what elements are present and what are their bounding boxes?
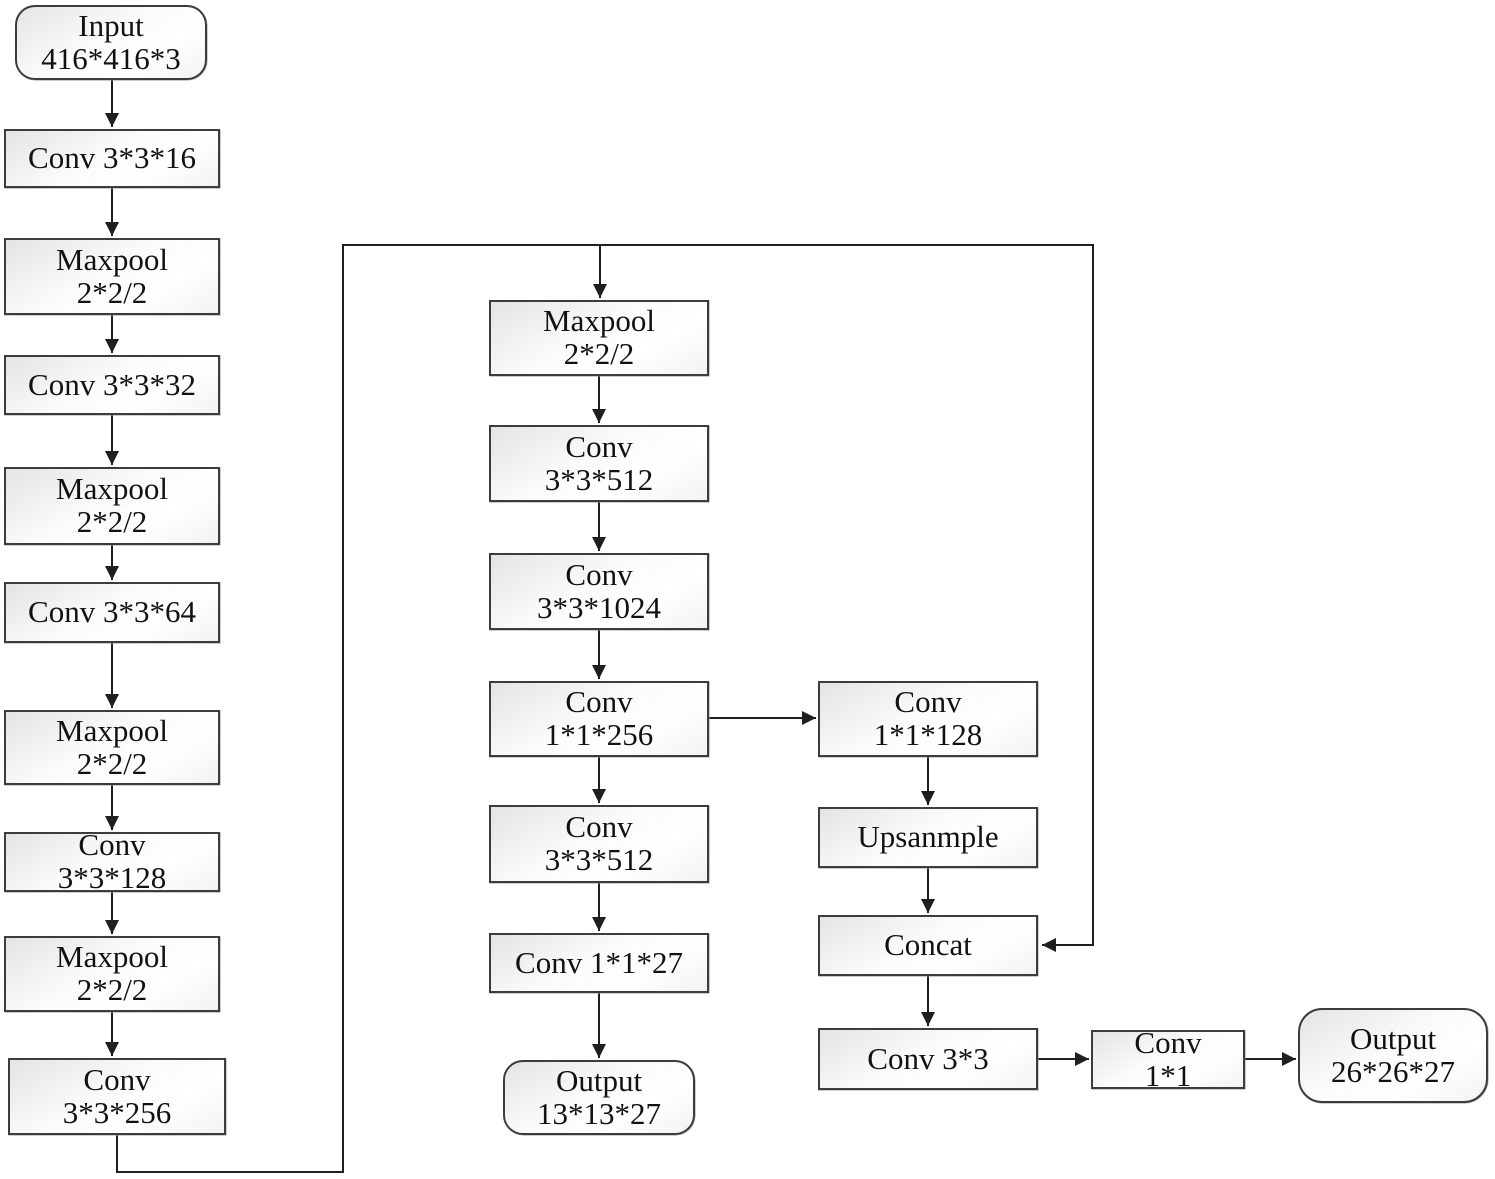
node-label: 2*2/2 xyxy=(76,504,148,539)
node-label: Maxpool xyxy=(56,712,168,748)
node-upsample: Upsanmple xyxy=(818,807,1038,868)
node-output-13x13x27: Output 13*13*27 xyxy=(503,1060,695,1135)
node-label: Conv 3*3*64 xyxy=(28,594,196,630)
node-label: Conv xyxy=(78,827,146,863)
node-maxpool-mid: Maxpool 2*2/2 xyxy=(489,300,709,376)
node-label: Conv xyxy=(565,809,633,845)
node-conv-3x3x1024: Conv 3*3*1024 xyxy=(489,553,709,630)
node-label: Conv xyxy=(894,684,962,720)
node-label: 3*3*512 xyxy=(544,461,654,497)
node-label: Conv xyxy=(565,428,633,464)
node-maxpool-1: Maxpool 2*2/2 xyxy=(4,238,220,315)
node-conv-1x1x256: Conv 1*1*256 xyxy=(489,681,709,757)
node-conv-3x3x16: Conv 3*3*16 xyxy=(4,129,220,188)
node-concat: Concat xyxy=(818,915,1038,976)
node-label: Maxpool xyxy=(56,471,168,507)
node-label: 416*416*3 xyxy=(41,40,181,76)
node-label: 1*1 xyxy=(1144,1057,1192,1093)
node-conv-3x3x32: Conv 3*3*32 xyxy=(4,355,220,415)
node-label: Output xyxy=(555,1062,643,1098)
node-conv-3x3x256: Conv 3*3*256 xyxy=(8,1058,226,1135)
node-label: 3*3*128 xyxy=(57,860,167,895)
node-label: Conv xyxy=(565,684,633,720)
node-conv-1x1x128: Conv 1*1*128 xyxy=(818,681,1038,757)
node-label: 3*3*256 xyxy=(62,1094,172,1130)
node-conv-3x3x128: Conv 3*3*128 xyxy=(4,827,220,895)
node-label: 2*2/2 xyxy=(76,745,148,781)
node-conv-1x1: Conv 1*1 xyxy=(1091,1024,1245,1091)
node-label: Conv 1*1*27 xyxy=(515,944,683,980)
node-label: 3*3*512 xyxy=(544,842,654,877)
node-label: Conv 3*3*16 xyxy=(28,140,196,176)
edge-skip-conv256-concat xyxy=(116,244,1094,1173)
node-label: Conv xyxy=(565,556,633,592)
node-conv-1x1x27: Conv 1*1*27 xyxy=(489,933,709,993)
node-label: 2*2/2 xyxy=(76,972,148,1007)
node-label: 13*13*27 xyxy=(537,1095,661,1131)
node-conv-3x3x512-a: Conv 3*3*512 xyxy=(489,425,709,502)
node-label: Input xyxy=(78,7,144,43)
node-label: Conv xyxy=(83,1061,151,1097)
node-conv-3x3x64: Conv 3*3*64 xyxy=(4,582,220,643)
node-input: Input 416*416*3 xyxy=(15,5,207,80)
node-label: Maxpool xyxy=(543,303,655,339)
node-maxpool-4: Maxpool 2*2/2 xyxy=(4,936,220,1012)
node-conv-3x3x512-b: Conv 3*3*512 xyxy=(489,805,709,883)
node-label: 26*26*27 xyxy=(1331,1053,1455,1089)
node-label: Upsanmple xyxy=(857,819,999,855)
node-conv-3x3: Conv 3*3 xyxy=(818,1028,1038,1090)
node-label: 1*1*256 xyxy=(544,717,654,752)
node-output-26x26x27: Output 26*26*27 xyxy=(1298,1008,1488,1103)
node-label: Conv xyxy=(1134,1024,1202,1060)
node-label: Conv 3*3*32 xyxy=(28,366,196,402)
node-label: 3*3*1024 xyxy=(537,589,661,625)
node-label: Maxpool xyxy=(56,241,168,277)
node-label: Conv 3*3 xyxy=(867,1040,989,1076)
node-maxpool-3: Maxpool 2*2/2 xyxy=(4,710,220,785)
node-label: Concat xyxy=(884,927,972,963)
node-label: Maxpool xyxy=(56,939,168,975)
node-label: Output xyxy=(1349,1020,1437,1056)
node-maxpool-2: Maxpool 2*2/2 xyxy=(4,467,220,545)
node-label: 2*2/2 xyxy=(76,274,148,310)
node-label: 2*2/2 xyxy=(563,336,635,371)
node-label: 1*1*128 xyxy=(873,717,983,752)
